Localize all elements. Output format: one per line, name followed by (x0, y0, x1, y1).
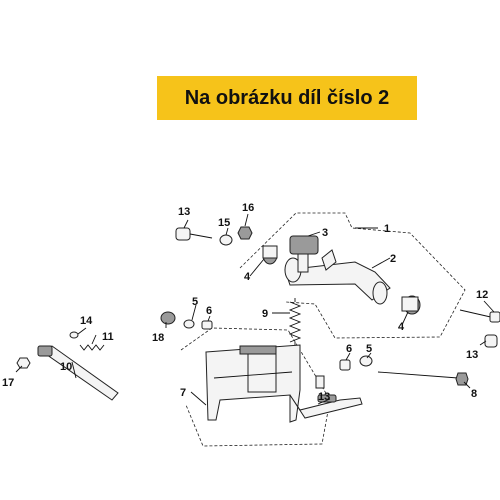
callout-4-right: 4 (398, 321, 405, 333)
bracket-small (315, 375, 325, 389)
long-bolt-8 (377, 371, 469, 386)
callout-14: 14 (80, 315, 93, 327)
nut-17 (16, 357, 31, 369)
leader-lines (15, 213, 495, 406)
bushing-right (401, 295, 421, 315)
pin-6-right (339, 359, 351, 371)
swing-arm-part (284, 235, 391, 305)
nut-16 (237, 226, 253, 240)
bolt-upper (175, 227, 213, 241)
callout-4-left: 4 (244, 271, 251, 283)
callout-5-right: 5 (366, 343, 372, 355)
highlight-banner: Na obrázku díl číslo 2 (157, 76, 417, 120)
spring-11 (79, 344, 105, 351)
callout-18: 18 (152, 332, 164, 344)
callout-1: 1 (384, 223, 390, 235)
callout-12: 12 (476, 289, 488, 301)
pin-14 (69, 331, 79, 339)
callout-16: 16 (242, 202, 254, 214)
callout-7: 7 (180, 387, 186, 399)
callout-2: 2 (390, 253, 396, 265)
callout-10: 10 (60, 361, 72, 373)
bolt-right (459, 309, 500, 348)
washer-15 (219, 234, 233, 246)
bushing-left (262, 245, 278, 265)
center-stand-7 (205, 344, 363, 423)
callout-17: 17 (2, 377, 14, 389)
pedal-3 (317, 394, 337, 403)
washer-5-right (359, 355, 373, 367)
group-outline-upper (239, 212, 466, 339)
callout-3-upper: 3 (322, 227, 328, 239)
callout-13-upper: 13 (178, 206, 190, 218)
side-stand-10 (37, 345, 119, 401)
callout-6-left: 6 (206, 305, 212, 317)
callout-3-lower: 13 (318, 391, 330, 403)
callout-15: 15 (218, 217, 230, 229)
callout-6-right: 6 (346, 343, 352, 355)
pin-6-left (201, 320, 213, 330)
washer-5-left (183, 319, 195, 329)
spring-9 (288, 298, 302, 346)
callout-13-right: 13 (466, 349, 478, 361)
callout-11: 11 (102, 331, 114, 343)
washer-18 (160, 311, 176, 325)
callout-9: 9 (262, 308, 268, 320)
callout-8: 8 (471, 388, 477, 400)
callout-5-left: 5 (192, 296, 198, 308)
